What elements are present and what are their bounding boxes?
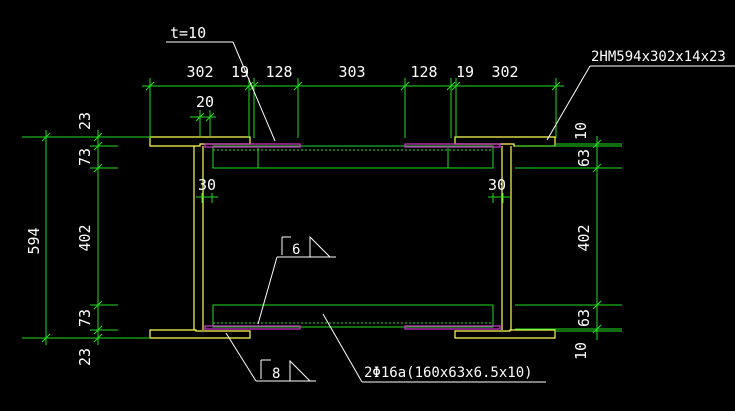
plate-bottom-left bbox=[204, 325, 301, 330]
callout-channel: 2Φ16a(160x63x6.5x10) bbox=[322, 313, 546, 383]
dim-19-right: 19 bbox=[456, 63, 474, 81]
callout-hbeam: 2HM594x302x14x23 bbox=[546, 49, 735, 141]
plate-top-right bbox=[404, 143, 501, 148]
dim-402-left: 402 bbox=[76, 224, 94, 251]
dim-128-right: 128 bbox=[410, 63, 437, 81]
dim-303: 303 bbox=[338, 63, 365, 81]
left-beam-top-flange bbox=[149, 136, 251, 147]
dim-63-top: 63 bbox=[575, 149, 593, 167]
dim-302-left: 302 bbox=[186, 63, 213, 81]
weld-top-size: 6 bbox=[292, 242, 300, 258]
plate-thickness-label: t=10 bbox=[170, 24, 206, 42]
splice-plates bbox=[204, 143, 501, 330]
dim-10-top: 10 bbox=[572, 122, 590, 140]
dim-594: 594 bbox=[25, 227, 43, 254]
right-dimension-chain: 10 63 402 63 10 bbox=[515, 122, 622, 360]
weld-symbol-top: 6 bbox=[257, 235, 336, 325]
weld-symbol-bottom: 8 bbox=[225, 332, 316, 382]
top-dim-ticks bbox=[145, 81, 561, 91]
left-beam-bottom-flange bbox=[149, 329, 251, 339]
dim-402-right: 402 bbox=[575, 224, 593, 251]
dim-19-left: 19 bbox=[231, 63, 249, 81]
dim-23-top: 23 bbox=[76, 112, 94, 130]
top-dim-extensions bbox=[149, 78, 557, 138]
left-dimension-chain: 594 23 73 402 73 23 bbox=[22, 112, 150, 366]
left-h-beam bbox=[149, 136, 251, 339]
top-dimension-chain: 302 19 128 303 128 19 302 bbox=[142, 63, 564, 138]
hbeam-spec-label: 2HM594x302x14x23 bbox=[591, 49, 726, 65]
top-channel bbox=[212, 145, 494, 169]
small-dimensions: 20 30 30 bbox=[190, 93, 510, 203]
channel-spec-label: 2Φ16a(160x63x6.5x10) bbox=[364, 365, 533, 381]
dim-63-bottom: 63 bbox=[575, 309, 593, 327]
dim-73-bottom: 73 bbox=[76, 309, 94, 327]
dim-30-left: 30 bbox=[198, 176, 216, 194]
dim-128-left: 128 bbox=[265, 63, 292, 81]
dim-23-bottom: 23 bbox=[76, 348, 94, 366]
dim-73-top: 73 bbox=[76, 148, 94, 166]
weld-bottom-size: 8 bbox=[272, 366, 280, 382]
right-h-beam bbox=[454, 136, 556, 339]
bottom-channel bbox=[212, 304, 494, 328]
right-beam-bottom-flange bbox=[454, 329, 556, 339]
plate-bottom-right bbox=[404, 325, 501, 330]
dim-302-right: 302 bbox=[491, 63, 518, 81]
dim-10-bottom: 10 bbox=[572, 342, 590, 360]
dim-20: 20 bbox=[196, 93, 214, 111]
plate-top-left bbox=[204, 143, 301, 148]
channels bbox=[212, 145, 494, 328]
dim-30-right: 30 bbox=[488, 176, 506, 194]
callout-plate-thickness: t=10 bbox=[166, 24, 276, 142]
